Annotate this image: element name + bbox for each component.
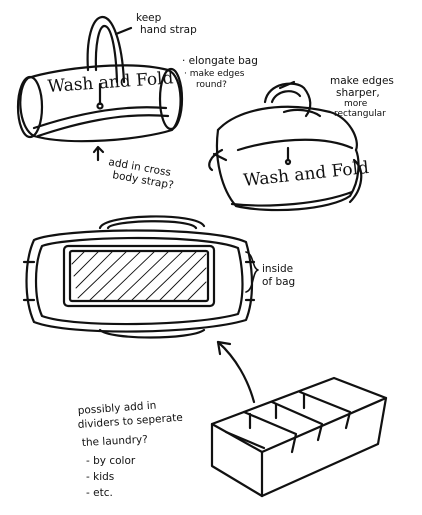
strap-note-line-2: hand strap bbox=[140, 24, 197, 36]
divider-note-line-4: - by color bbox=[86, 455, 136, 467]
edges-note-line-4: rectangular bbox=[334, 109, 386, 119]
divider-note-line-1: possibly add in bbox=[77, 400, 156, 417]
organizer-sketch bbox=[210, 376, 388, 498]
organizer-arrow bbox=[216, 340, 256, 404]
shape-note-line-2: · make edges bbox=[184, 69, 245, 79]
bag-rectangular-brand-label: Wash and Fold bbox=[242, 158, 370, 191]
bag-rounded-sketch bbox=[16, 15, 184, 143]
shape-note-line-3: round? bbox=[196, 80, 227, 90]
bag-inside-sketch bbox=[22, 215, 256, 339]
divider-note-line-6: - etc. bbox=[86, 487, 113, 499]
shape-note-line-1: · elongate bag bbox=[182, 55, 258, 67]
inside-note-line-2: of bag bbox=[262, 276, 295, 288]
bag-rounded-brand-label: Wash and Fold bbox=[47, 68, 174, 97]
bag-rectangular-sketch bbox=[208, 80, 363, 212]
edges-note-line-1: make edges bbox=[330, 75, 394, 87]
divider-note-line-3: the laundry? bbox=[82, 434, 149, 449]
inside-note-line-1: inside bbox=[262, 263, 293, 275]
inside-brace bbox=[245, 251, 259, 293]
edges-note-line-2: sharper, bbox=[336, 87, 380, 99]
edges-note-line-3: more bbox=[344, 99, 368, 109]
strap-note-arrow bbox=[114, 26, 133, 36]
divider-note-line-5: - kids bbox=[86, 471, 114, 483]
strap-note-line-1: keep bbox=[136, 12, 162, 24]
cross-strap-arrow bbox=[92, 145, 105, 162]
